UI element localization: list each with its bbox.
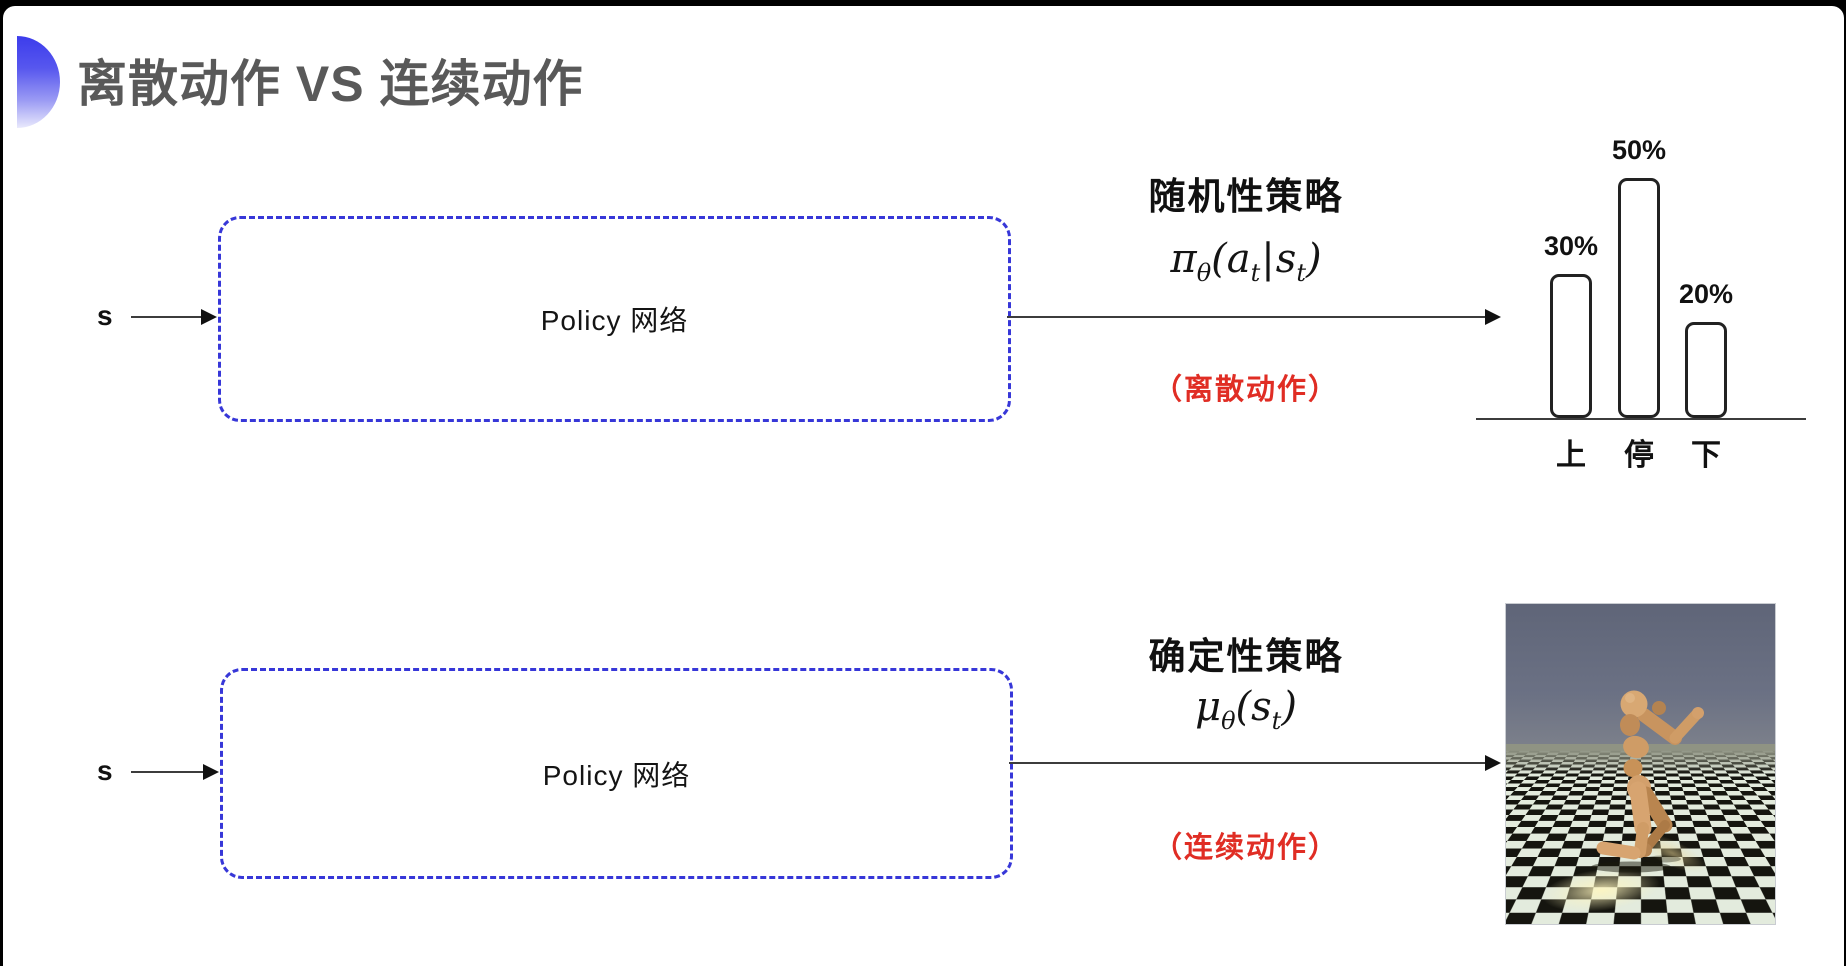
policy-network-box-bottom: Policy 网络: [220, 668, 1013, 879]
category-label-down: 下: [1691, 439, 1721, 472]
formula-pipe: |: [1261, 236, 1275, 282]
formula-theta-sub: θ: [1221, 707, 1236, 735]
discrete-action-note: （离散动作）: [1152, 374, 1339, 406]
stochastic-policy-formula: πθ(at|st): [1086, 236, 1406, 287]
arrowhead-icon: [201, 309, 217, 325]
output-arrow-bottom: [1009, 755, 1501, 771]
bar-down: [1685, 322, 1727, 418]
input-arrow-top: [131, 309, 217, 325]
state-input-label-bottom: s: [97, 755, 113, 786]
arrowhead-icon: [1485, 309, 1501, 325]
sky-background: [1506, 604, 1775, 750]
formula-t-sub: t: [1250, 259, 1261, 287]
formula-lparen: (: [1235, 684, 1252, 730]
bar-value-label: 30%: [1543, 231, 1599, 261]
action-probability-chart: 30% 50% 20% 上 停 下: [1476, 104, 1806, 472]
bar-value-label: 20%: [1678, 279, 1734, 309]
arrowhead-icon: [203, 764, 219, 780]
humanoid-robot-figure: [1591, 690, 1704, 873]
title-bullet-decoration-icon: [17, 36, 60, 128]
state-input-label-top: s: [97, 300, 113, 331]
bar-value-label: 50%: [1611, 135, 1667, 165]
formula-s: s: [1251, 684, 1272, 730]
formula-s: s: [1275, 236, 1297, 282]
output-arrow-top: [1007, 309, 1501, 325]
formula-a: a: [1226, 236, 1251, 282]
arrowhead-icon: [1485, 755, 1501, 771]
bar-stop: [1618, 178, 1660, 418]
formula-pi: π: [1170, 236, 1197, 282]
formula-rparen: ): [1281, 684, 1297, 730]
deterministic-policy-formula: μθ(st): [1086, 684, 1406, 735]
humanoid-robot-image: [1505, 603, 1776, 925]
formula-lparen: (: [1211, 236, 1227, 282]
stochastic-policy-title: 随机性策略: [1148, 176, 1344, 217]
policy-box-label: Policy 网络: [540, 305, 689, 336]
input-arrow-bottom: [131, 764, 219, 780]
formula-mu: μ: [1195, 684, 1222, 730]
continuous-action-note: （连续动作）: [1152, 832, 1339, 864]
policy-network-box-top: Policy 网络: [218, 216, 1011, 422]
deterministic-policy-title: 确定性策略: [1148, 636, 1344, 677]
formula-theta-sub: θ: [1196, 259, 1212, 287]
bar-group-up: 30%: [1531, 230, 1611, 418]
page-title: 离散动作 VS 连续动作: [77, 56, 584, 112]
category-label-up: 上: [1556, 439, 1586, 472]
formula-t-sub: t: [1296, 259, 1306, 287]
slide-canvas: 离散动作 VS 连续动作 s Policy 网络 随机性策略 πθ(at|st)…: [3, 6, 1844, 966]
policy-box-label: Policy 网络: [542, 759, 691, 791]
formula-rparen: ): [1305, 236, 1322, 282]
bar-up: [1550, 274, 1592, 418]
bar-group-down: 20%: [1666, 278, 1746, 418]
bar-group-stop: 50%: [1599, 134, 1679, 418]
formula-t-sub: t: [1271, 707, 1282, 735]
category-label-stop: 停: [1624, 439, 1654, 472]
